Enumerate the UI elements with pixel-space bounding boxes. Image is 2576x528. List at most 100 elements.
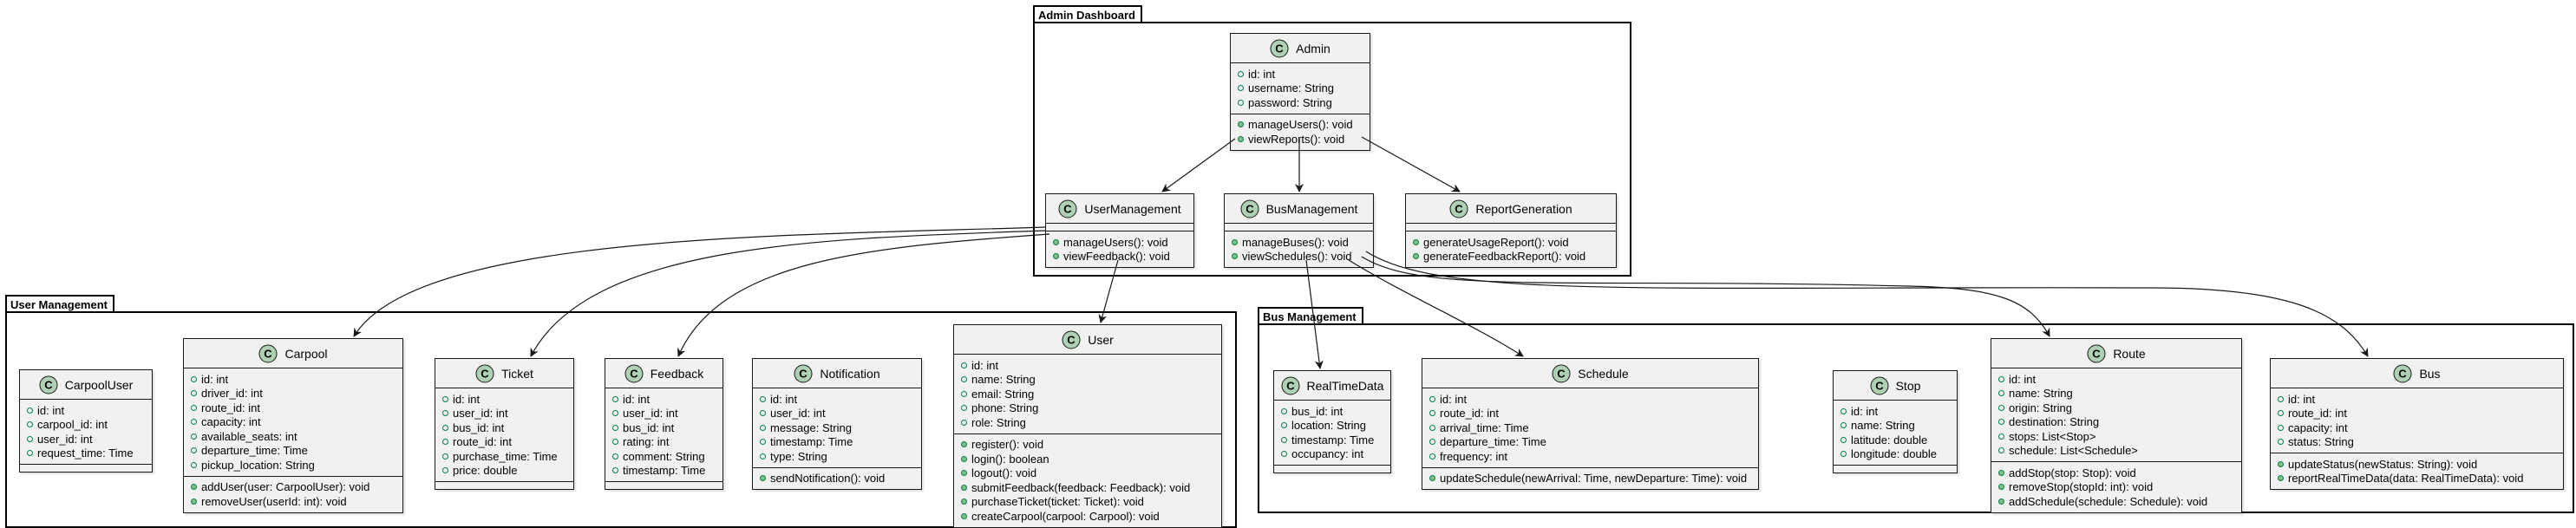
class-field: route_id: int: [1429, 407, 1753, 421]
class-stereotype-icon: C: [2087, 344, 2106, 362]
edge-usermanagement-user: [1098, 259, 1119, 323]
method-text: updateStatus(newStatus: String): void: [2288, 457, 2478, 471]
class-method: createCarpool(carpool: Carpool): void: [961, 509, 1216, 524]
public-method-icon: [191, 498, 197, 505]
class-field: email: String: [961, 387, 1216, 401]
public-field-icon: [612, 395, 618, 402]
public-field-icon: [760, 453, 766, 460]
field-text: schedule: List<Schedule>: [2009, 444, 2138, 458]
class-stereotype-icon: C: [1270, 39, 1289, 57]
public-method-icon: [1232, 238, 1238, 245]
public-method-icon: [961, 499, 967, 505]
method-text: manageUsers(): void: [1248, 118, 1353, 132]
class-field: name: String: [1998, 387, 2236, 401]
edge-busmanagement-route: [1361, 256, 2050, 337]
field-text: id: int: [1851, 404, 1879, 418]
public-method-icon: [961, 484, 967, 491]
class-stereotype-icon: C: [1449, 199, 1468, 218]
class-fields: [1406, 224, 1616, 231]
public-method-icon: [2278, 460, 2284, 467]
class-method: updateStatus(newStatus: String): void: [2278, 457, 2558, 472]
class-field: available_seats: int: [191, 429, 397, 444]
public-field-icon: [612, 453, 618, 460]
class-field: id: int: [442, 392, 568, 407]
public-field-icon: [612, 410, 618, 417]
public-field-icon: [1429, 410, 1435, 417]
class-field: carpool_id: int: [27, 418, 147, 433]
public-field-icon: [1840, 436, 1847, 443]
public-field-icon: [191, 375, 197, 382]
method-text: addUser(user: CarpoolUser): void: [201, 480, 370, 494]
public-method-icon: [1429, 475, 1435, 482]
public-field-icon: [1429, 424, 1435, 431]
class-stereotype-letter: C: [1455, 202, 1464, 215]
class-method: removeStop(stopId: int): void: [1998, 480, 2236, 495]
class-stereotype-letter: C: [1064, 202, 1073, 215]
public-method-icon: [961, 455, 967, 462]
public-field-icon: [191, 461, 197, 468]
class-field: request_time: Time: [27, 447, 147, 461]
field-text: user_id: int: [770, 407, 826, 420]
class-stereotype-letter: C: [265, 347, 273, 360]
class-field: user_id: int: [612, 407, 717, 421]
class-field: route_id: int: [442, 435, 568, 450]
public-field-icon: [1840, 407, 1847, 414]
class-field: frequency: int: [1429, 449, 1753, 464]
class-stereotype-letter: C: [481, 367, 489, 380]
public-method-icon: [2278, 475, 2284, 482]
package-tab-user-management: User Management: [5, 295, 114, 312]
public-field-icon: [1998, 404, 2004, 411]
field-text: location: String: [1291, 419, 1366, 433]
class-field: capacity: int: [2278, 420, 2558, 435]
class-stereotype-letter: C: [1275, 42, 1284, 55]
public-field-icon: [191, 447, 197, 454]
field-text: user_id: int: [37, 432, 93, 446]
method-text: createCarpool(carpool: Carpool): void: [971, 509, 1160, 523]
public-field-icon: [612, 467, 618, 474]
class-field: timestamp: Time: [1281, 433, 1385, 447]
field-text: id: int: [623, 392, 651, 406]
public-field-icon: [442, 410, 448, 417]
public-field-icon: [2278, 395, 2284, 402]
class-stereotype-letter: C: [1246, 202, 1254, 215]
class-method: viewReports(): void: [1238, 132, 1364, 147]
class-name: Schedule: [1578, 366, 1629, 381]
class-method: reportRealTimeData(data: RealTimeData): …: [2278, 472, 2558, 486]
class-field: id: int: [27, 403, 147, 418]
field-text: purchase_time: Time: [453, 449, 558, 463]
public-method-icon: [1238, 135, 1244, 142]
edge-usermanagement-carpool: [353, 226, 1046, 337]
method-text: addStop(stop: Stop): void: [2009, 466, 2136, 479]
field-text: username: String: [1248, 81, 1334, 95]
class-name: Admin: [1296, 41, 1330, 55]
field-text: departure_time: Time: [1440, 435, 1546, 449]
field-text: stops: List<Stop>: [2009, 429, 2096, 443]
class-field: latitude: double: [1840, 433, 1952, 447]
public-method-icon: [1998, 484, 2004, 491]
field-text: bus_id: int: [453, 420, 505, 434]
public-field-icon: [760, 439, 766, 446]
